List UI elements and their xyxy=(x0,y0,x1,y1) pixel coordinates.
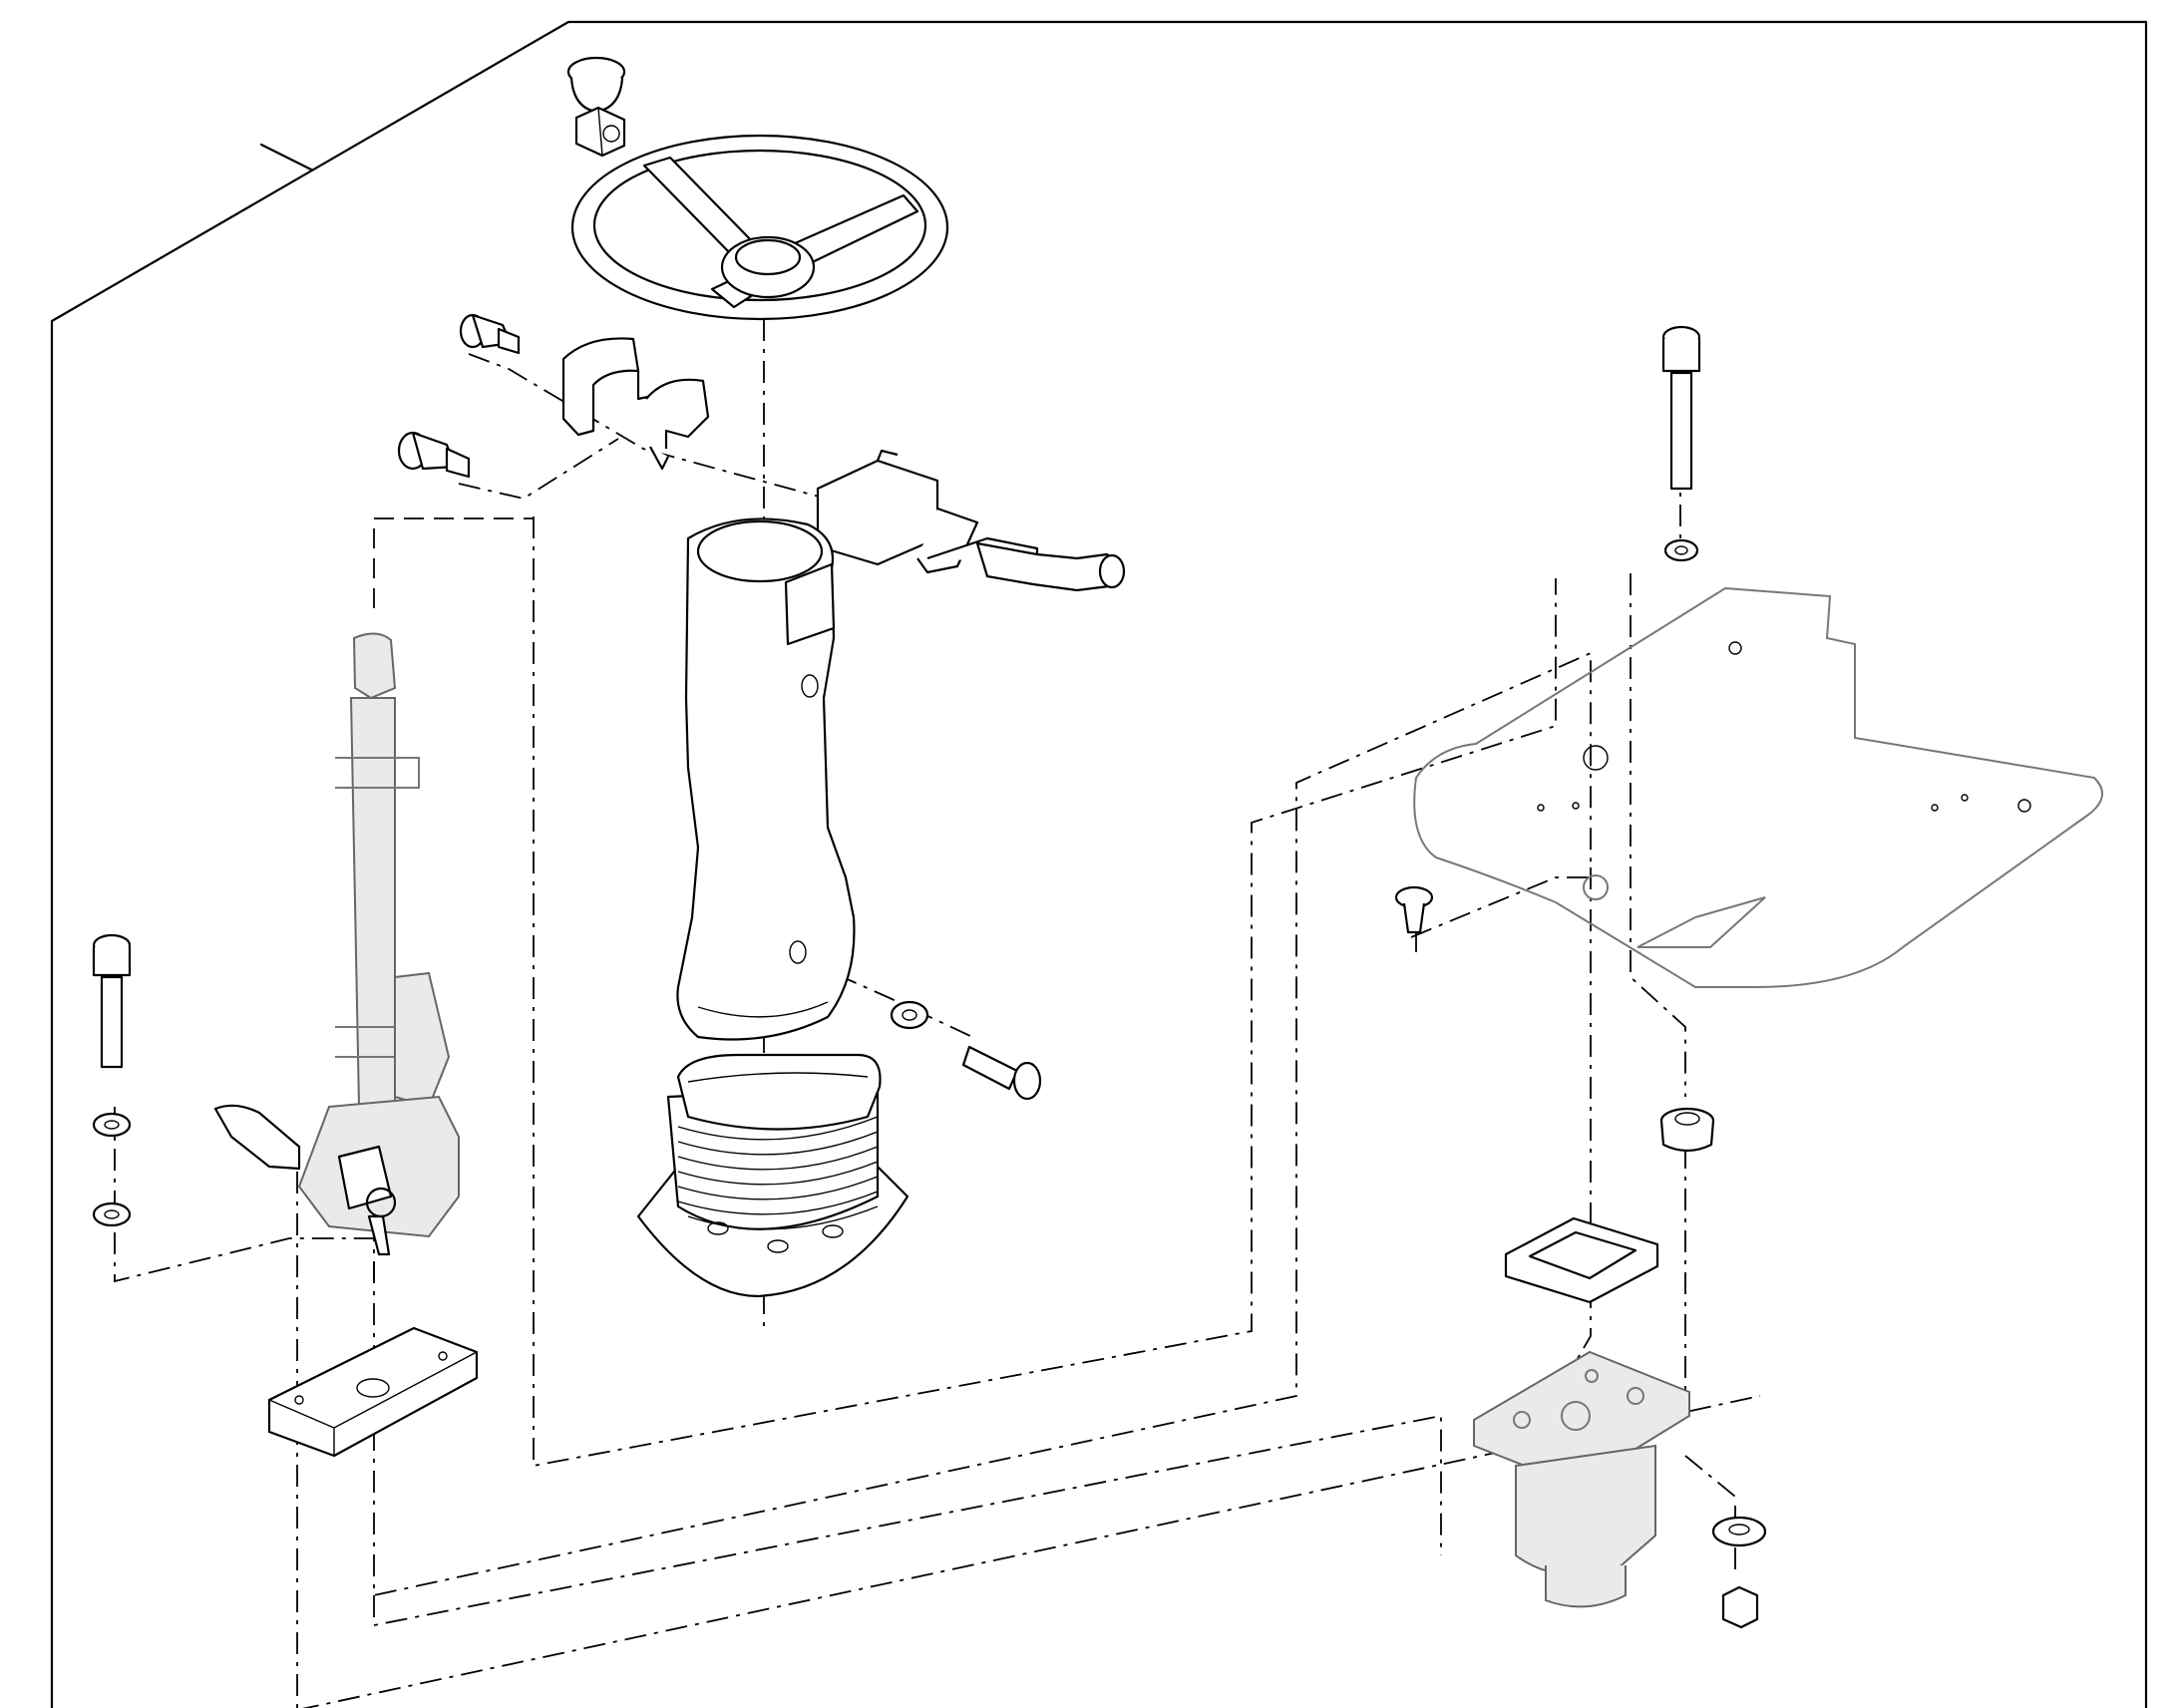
spinner-knob-icon xyxy=(566,56,626,158)
steering-valve-icon xyxy=(1473,1350,1690,1608)
split-clamp-icon xyxy=(561,337,710,471)
washer-nut-icon xyxy=(1711,1516,1767,1629)
spacer-block-icon xyxy=(267,1326,479,1458)
cover-bolt-icon xyxy=(890,1000,1042,1101)
grommet-icon xyxy=(1659,1107,1715,1153)
floor-plate-icon xyxy=(1413,586,2103,988)
steering-column-icon xyxy=(213,632,460,1256)
steering-wheel-icon xyxy=(570,134,949,321)
column-cover-icon xyxy=(676,517,856,1041)
bellows-boot-icon xyxy=(636,1053,909,1298)
square-seal-icon xyxy=(1504,1216,1659,1304)
clamp-bolt-icon xyxy=(397,313,521,479)
combination-switch-icon xyxy=(816,449,1126,592)
column-mount-bolt-icon xyxy=(92,933,132,1227)
plate-screw-icon xyxy=(1394,885,1434,934)
plate-bolt-icon xyxy=(1661,325,1701,562)
assembly-boundary-frame xyxy=(50,20,2148,1708)
